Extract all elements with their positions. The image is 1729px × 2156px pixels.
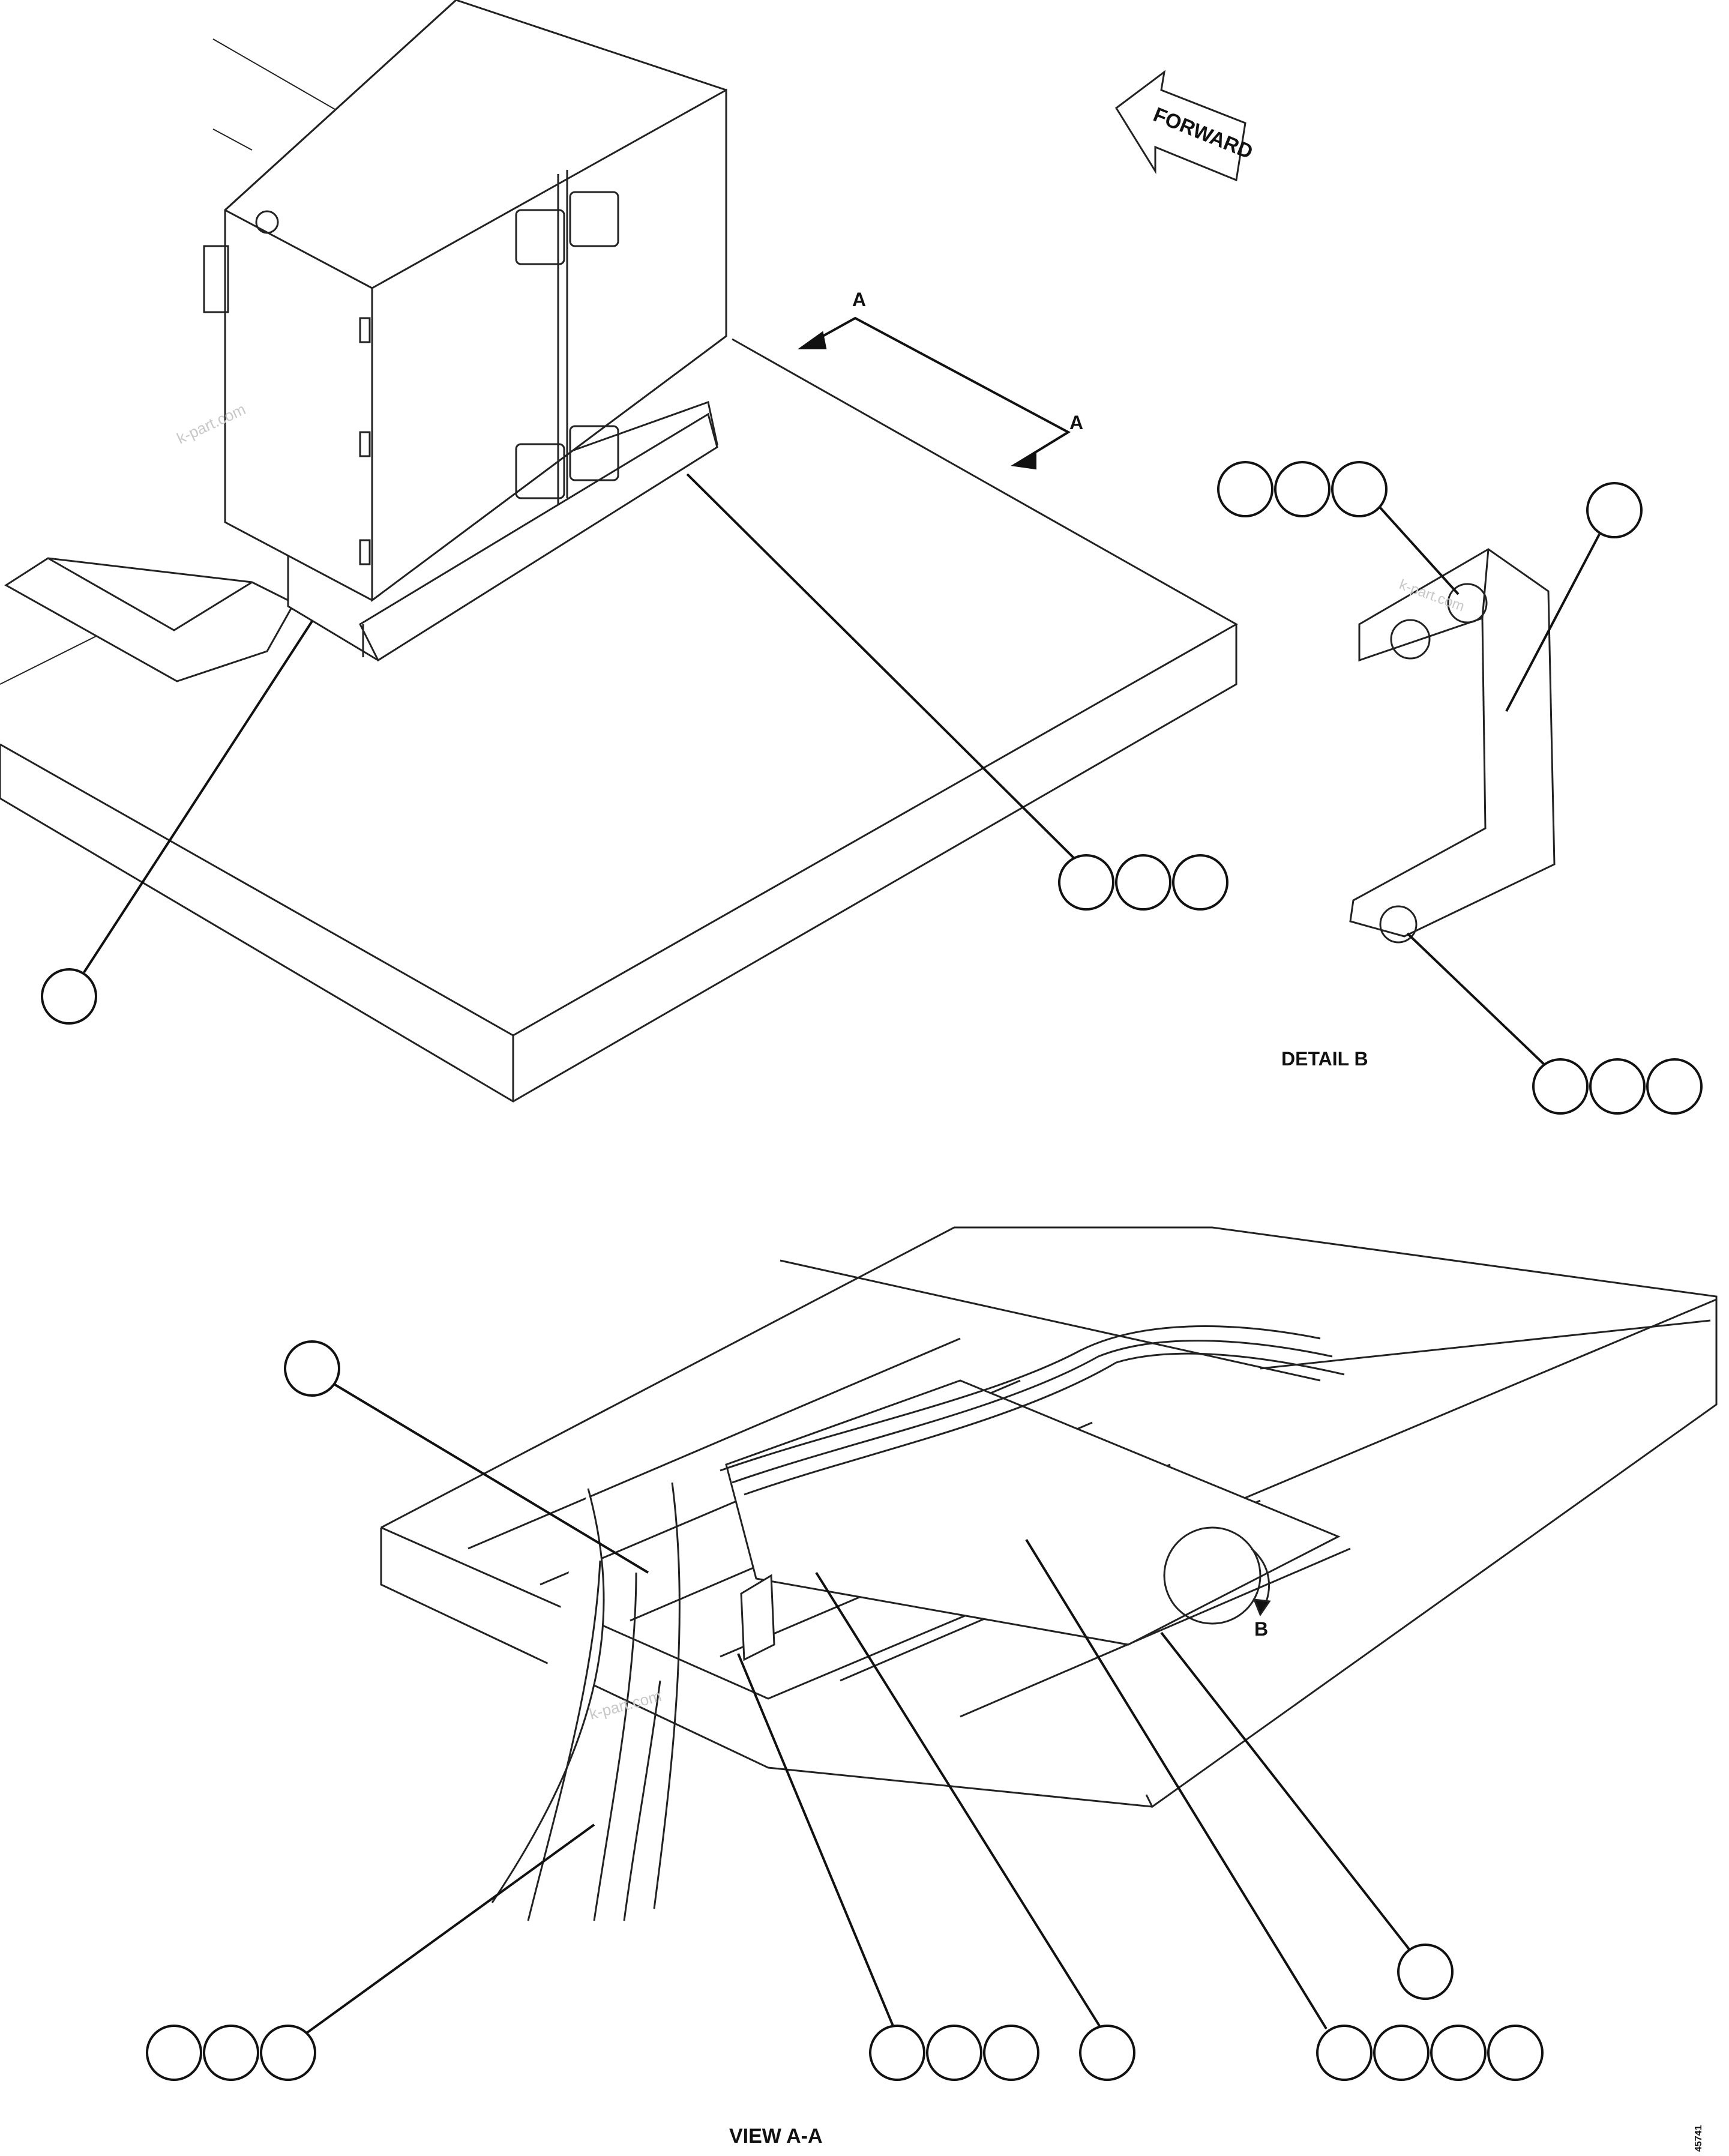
callout-bubble — [1172, 854, 1228, 911]
forward-arrow: FORWARD — [1115, 70, 1256, 182]
callout-bubble — [1331, 461, 1388, 517]
callout-detail-upper-bolts — [1217, 461, 1460, 595]
callout-view-bracket-fasteners — [737, 1653, 1039, 2081]
left-flange-plate — [4, 557, 296, 682]
section-line-a-a: A A — [797, 289, 1083, 470]
callout-bubble — [926, 2025, 982, 2081]
callout-bubble — [1397, 1944, 1454, 2000]
top-isometric-view — [0, 0, 1239, 1103]
detail-b-indicator — [1163, 1526, 1261, 1625]
callout-bubble — [284, 1340, 340, 1397]
callout-bubble — [1316, 2025, 1373, 2081]
callout-view-harness-clips — [146, 1823, 595, 2081]
callout-bubble — [1430, 2025, 1487, 2081]
callout-bubble — [1532, 1058, 1589, 1115]
callout-bubble — [869, 2025, 925, 2081]
cabinet-base — [287, 401, 718, 662]
detail-b-caption: DETAIL B — [1281, 1048, 1368, 1070]
callout-top-bracket-left — [41, 620, 313, 1025]
section-marker-a-1: A — [852, 289, 866, 310]
callout-bubble — [1274, 461, 1331, 517]
callout-view-clamp — [815, 1571, 1135, 2081]
callout-view-cover — [284, 1340, 649, 1574]
callout-detail-lower-bolt — [1406, 932, 1703, 1115]
callout-bubble — [1646, 1058, 1703, 1115]
callout-bubble — [41, 968, 97, 1025]
view-a-a-caption: VIEW A-A — [729, 2125, 823, 2148]
bolt-head — [1390, 619, 1431, 660]
detail-b-bracket — [1349, 548, 1556, 944]
view-a-a-assembly — [380, 1226, 1718, 1921]
callout-bubble — [1058, 854, 1114, 911]
callout-bubble — [203, 2025, 259, 2081]
callout-bubble — [1586, 482, 1643, 538]
bolt-head — [1379, 905, 1418, 944]
callout-bubble — [1217, 461, 1273, 517]
sheet-code: 45741 — [1694, 2125, 1704, 2152]
callout-bubble — [260, 2025, 316, 2081]
callout-bubble — [1373, 2025, 1430, 2081]
section-marker-a-2: A — [1069, 412, 1083, 433]
callout-bubble — [1589, 1058, 1646, 1115]
callout-view-panel-fasteners — [1025, 1538, 1544, 2081]
callout-detail-bracket — [1505, 482, 1643, 712]
detail-b-marker: B — [1254, 1618, 1268, 1640]
bolt-head — [1447, 583, 1488, 624]
callout-bubble — [983, 2025, 1039, 2081]
callout-top-bracket-right — [686, 473, 1228, 911]
callout-bubble — [146, 2025, 202, 2081]
callout-bubble — [1079, 2025, 1135, 2081]
callout-bubble — [1115, 854, 1171, 911]
callout-bubble — [1487, 2025, 1544, 2081]
callout-view-panel — [1160, 1631, 1454, 2000]
electrical-cabinet — [203, 0, 727, 602]
